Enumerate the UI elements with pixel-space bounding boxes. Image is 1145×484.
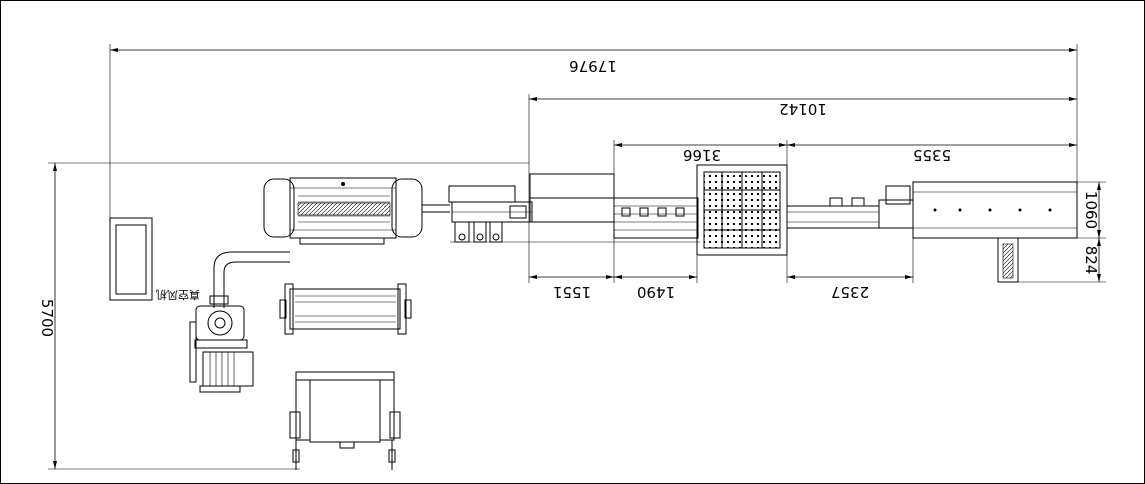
output-conveyor: [786, 185, 914, 229]
dim-section-b-text: 1490: [637, 283, 675, 301]
feed-unit: [448, 185, 533, 243]
dim-total-width-text: 5700: [38, 299, 56, 337]
drum-dryer: [263, 177, 450, 245]
dim-section-a-text: 1551: [553, 283, 591, 301]
dim-height-right-text: 1060: [1082, 191, 1100, 229]
fan-label: 真空风机: [156, 288, 200, 302]
dim-bottom-sections: 1551 1490 2357: [529, 236, 914, 301]
dim-right-heights: 1060 824: [1018, 181, 1106, 283]
dim-tail-length: 5355: [787, 143, 1077, 164]
vacuum-pump: [189, 251, 290, 393]
dim-machine-width-text: 3166: [683, 146, 721, 164]
dim-line-length: 10142: [528, 94, 1077, 283]
bottom-frame: [289, 371, 401, 470]
control-cabinet: [109, 217, 153, 301]
dim-total-width: 5700: [38, 162, 529, 470]
dim-offset-right-text: 824: [1082, 246, 1100, 275]
dim-total-length-text: 17976: [569, 57, 617, 75]
conveyor-section: [613, 197, 699, 239]
dim-tail-length-text: 5355: [913, 146, 951, 164]
roller-unit: [279, 283, 412, 335]
dim-line-length-text: 10142: [779, 100, 827, 118]
tail-unit: [912, 181, 1078, 283]
main-machine: [696, 164, 788, 256]
dim-section-c-text: 2357: [831, 283, 869, 301]
